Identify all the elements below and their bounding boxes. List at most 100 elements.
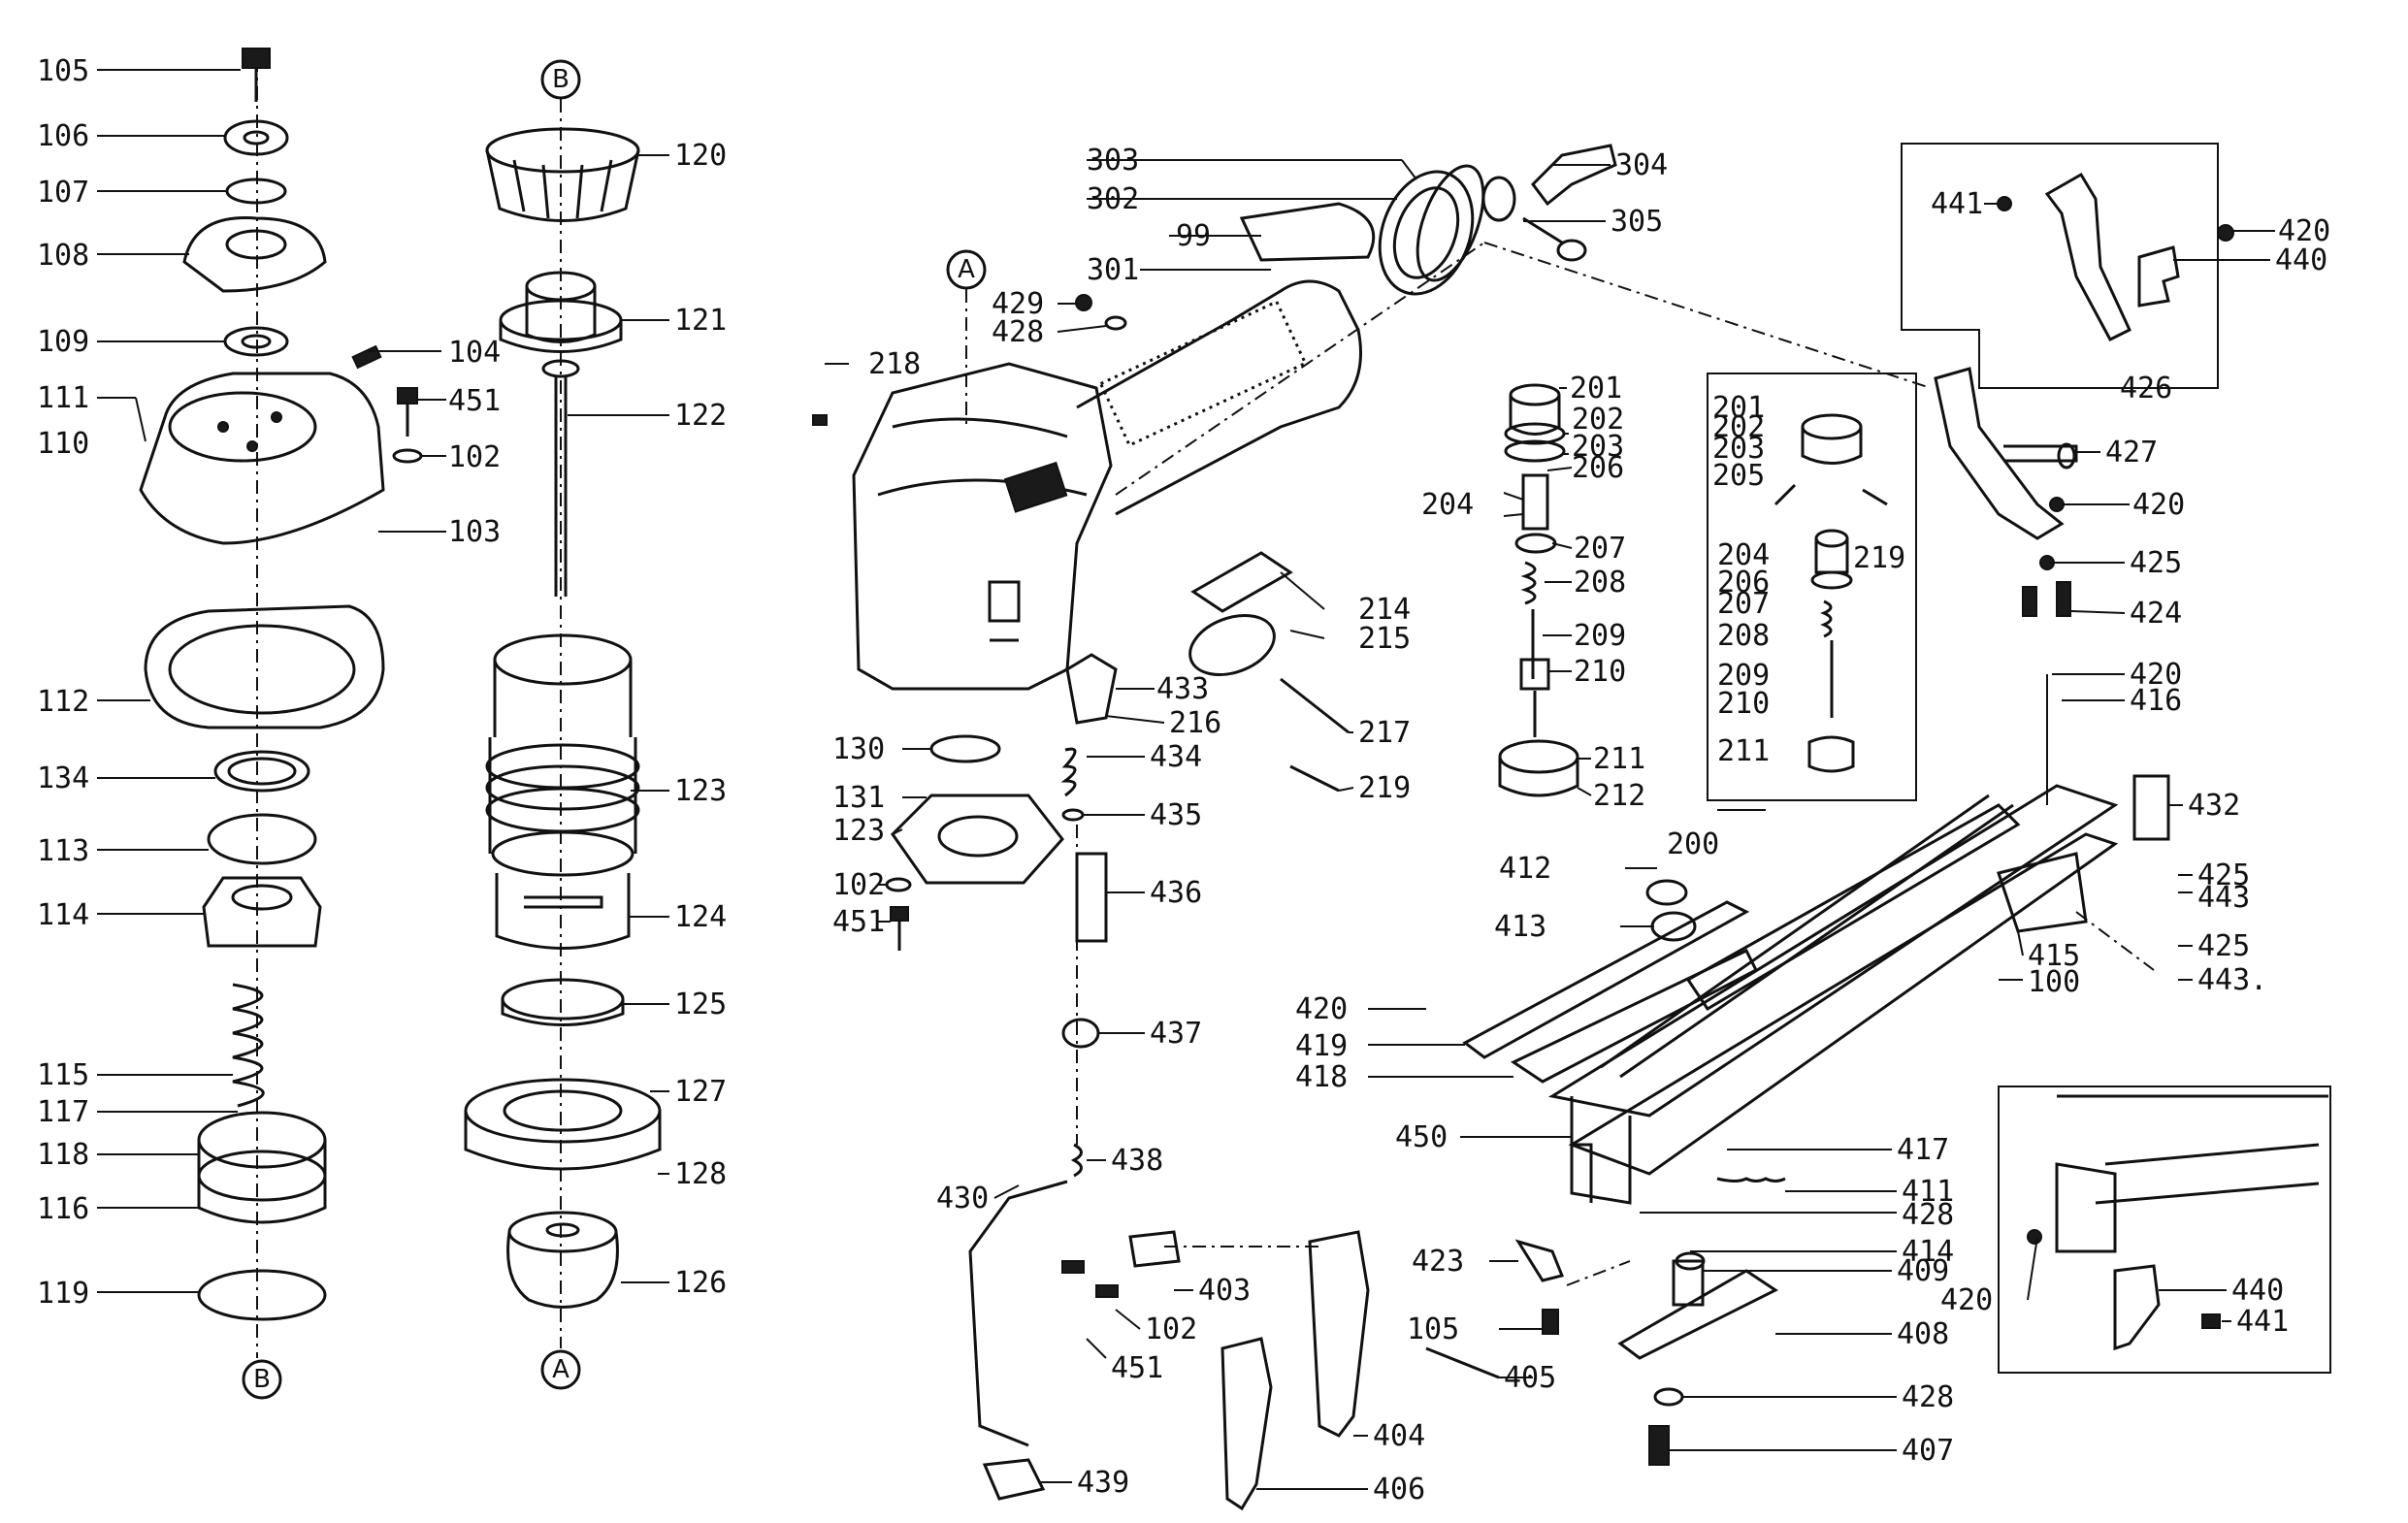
label-124: 124	[674, 900, 727, 934]
label-420-top: 420	[2278, 214, 2330, 248]
label-406: 406	[1373, 1473, 1425, 1507]
label-420-b: 420	[2132, 488, 2185, 522]
label-105: 105	[37, 54, 89, 88]
callout-a-top: A	[958, 255, 975, 284]
label-117: 117	[37, 1095, 89, 1129]
label-110: 110	[37, 427, 89, 461]
label-209: 209	[1574, 619, 1626, 653]
label-204: 204	[1421, 488, 1474, 522]
label-451: 451	[448, 384, 501, 418]
label-441-b: 441	[2236, 1305, 2289, 1339]
inset-label-211: 211	[1717, 734, 1770, 768]
label-120: 120	[674, 139, 727, 173]
label-123: 123	[674, 774, 727, 808]
inset-label-201: 201	[1712, 391, 1765, 425]
label-127: 127	[674, 1075, 727, 1109]
label-436: 436	[1150, 876, 1202, 910]
center-labels: 303 302 99 301 304 305 429 428 218 130 1…	[832, 144, 1668, 1500]
label-416: 416	[2130, 684, 2182, 718]
label-413: 413	[1494, 910, 1546, 944]
label-134: 134	[37, 762, 89, 795]
label-450: 450	[1395, 1120, 1448, 1154]
label-423: 423	[1412, 1245, 1464, 1279]
label-215: 215	[1358, 622, 1411, 656]
label-437: 437	[1150, 1017, 1202, 1051]
inset-label-204: 204	[1717, 538, 1770, 572]
label-425-b: 425	[2197, 859, 2250, 892]
callout-a-bottom: A	[552, 1355, 569, 1384]
inset-label-207: 207	[1717, 587, 1770, 621]
label-108: 108	[37, 239, 89, 273]
label-128: 128	[674, 1157, 727, 1191]
label-123-cover: 123	[832, 814, 885, 848]
label-408: 408	[1897, 1317, 1949, 1351]
label-207: 207	[1574, 532, 1626, 566]
valve-inset-box	[1707, 373, 1917, 801]
label-427: 427	[2105, 436, 2158, 470]
left-cap-assembly: B	[139, 48, 423, 1400]
label-451-cover: 451	[832, 905, 885, 939]
label-424: 424	[2130, 597, 2182, 631]
inset-label-210: 210	[1717, 687, 1770, 721]
label-126: 126	[674, 1266, 727, 1300]
inset-label-219: 219	[1853, 541, 1905, 575]
label-304: 304	[1615, 148, 1668, 182]
label-122: 122	[674, 399, 727, 433]
label-104: 104	[448, 336, 501, 370]
label-112: 112	[37, 685, 89, 719]
valve-stack-200	[1498, 383, 1579, 797]
label-428-b: 428	[1902, 1198, 1954, 1232]
label-443-b: 443.	[2197, 963, 2267, 997]
label-102-cover: 102	[832, 868, 885, 902]
label-119: 119	[37, 1277, 89, 1311]
label-433: 433	[1156, 672, 1209, 706]
label-208: 208	[1574, 566, 1626, 599]
label-432: 432	[2188, 789, 2240, 823]
piston-labels: 120 121 122 123 124 125 127 128 126	[674, 139, 727, 1300]
label-201: 201	[1570, 372, 1622, 405]
label-417: 417	[1897, 1133, 1949, 1167]
label-434: 434	[1150, 740, 1202, 774]
label-218: 218	[868, 347, 921, 381]
label-426: 426	[2120, 372, 2172, 405]
valve-inset-labels: 201 202 203 205 219 204 206 207 208 209 …	[1712, 391, 1905, 768]
label-99: 99	[1176, 219, 1211, 253]
callout-b-top: B	[552, 65, 569, 94]
label-438: 438	[1111, 1144, 1163, 1178]
label-114: 114	[37, 898, 89, 932]
inset-label-208: 208	[1717, 619, 1770, 653]
label-219: 219	[1358, 771, 1411, 805]
center-leaders	[825, 159, 1611, 1483]
label-419: 419	[1295, 1029, 1348, 1063]
label-109: 109	[37, 325, 89, 359]
label-203: 203	[1572, 430, 1624, 464]
callout-b-bottom: B	[253, 1365, 271, 1394]
label-211: 211	[1593, 742, 1645, 776]
label-403: 403	[1198, 1274, 1251, 1308]
label-217: 217	[1358, 716, 1411, 750]
label-131: 131	[832, 781, 885, 815]
piston-leaders	[568, 154, 669, 1283]
label-441-top: 441	[1931, 187, 1983, 221]
piston-driver-assembly: B A	[464, 59, 662, 1390]
label-420-e: 420	[1940, 1283, 1993, 1317]
magazine-assembly	[1061, 242, 2331, 1511]
label-125: 125	[674, 988, 727, 1021]
inset-label-203: 203	[1712, 432, 1765, 466]
label-429: 429	[992, 287, 1044, 321]
label-103: 103	[448, 515, 501, 549]
label-212: 212	[1593, 779, 1645, 813]
label-113: 113	[37, 834, 89, 868]
label-200: 200	[1667, 827, 1719, 861]
label-301: 301	[1087, 253, 1139, 287]
label-130: 130	[832, 732, 885, 766]
label-121: 121	[674, 304, 727, 338]
label-425: 425	[2130, 546, 2182, 580]
label-206: 206	[1572, 451, 1624, 485]
label-111: 111	[37, 381, 89, 415]
tool-body: A	[812, 144, 1617, 1501]
label-420-c: 420	[2130, 658, 2182, 692]
label-404: 404	[1373, 1419, 1425, 1453]
label-405: 405	[1504, 1361, 1556, 1395]
label-414: 414	[1902, 1235, 1954, 1269]
